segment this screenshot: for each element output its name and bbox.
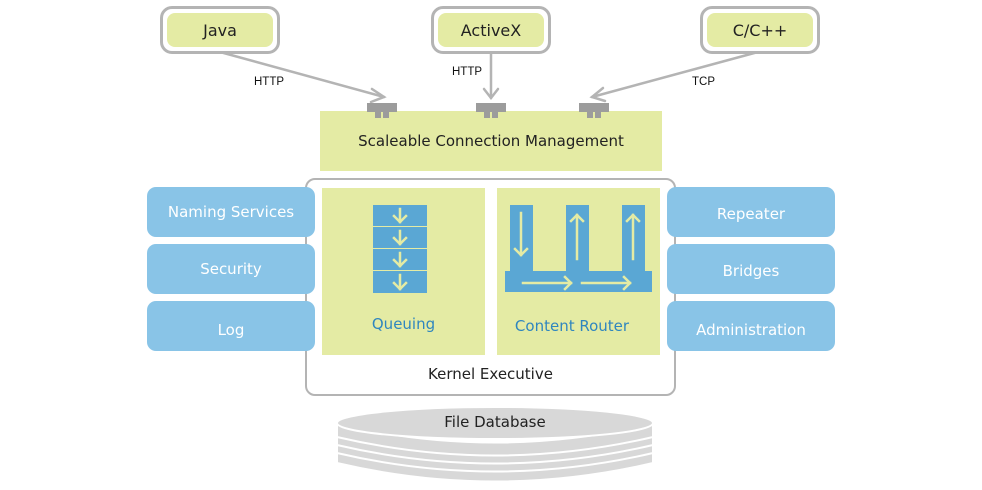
service-bridges[interactable]: Bridges <box>667 244 835 294</box>
port-icon-java <box>367 103 397 121</box>
content-router-label: Content Router <box>514 317 630 335</box>
router-icon <box>505 205 652 292</box>
service-security-label: Security <box>200 260 262 278</box>
database-label: File Database <box>444 413 546 431</box>
connection-management: Scaleable Connection Management <box>320 111 662 171</box>
java-arrow-line <box>218 50 386 99</box>
service-administration-label: Administration <box>696 321 806 339</box>
service-log-label: Log <box>217 321 245 339</box>
client-cpp-label: C/C++ <box>707 13 813 47</box>
java-arrow-head <box>369 87 387 104</box>
service-bridges-label: Bridges <box>722 262 780 280</box>
activex-arrow-head <box>482 87 500 101</box>
service-naming[interactable]: Naming Services <box>147 187 315 237</box>
protocol-label-java: HTTP <box>254 76 285 88</box>
service-repeater[interactable]: Repeater <box>667 187 835 237</box>
kernel-executive-label: Kernel Executive <box>428 365 553 383</box>
queuing-label: Queuing <box>371 315 436 333</box>
port-icon-cpp <box>579 103 609 121</box>
protocol-label-cpp: TCP <box>692 76 715 88</box>
client-activex[interactable]: ActiveX <box>431 6 551 54</box>
client-cpp[interactable]: C/C++ <box>700 6 820 54</box>
database-icon <box>336 406 654 483</box>
connection-management-label: Scaleable Connection Management <box>358 132 624 150</box>
service-administration[interactable]: Administration <box>667 301 835 351</box>
client-java-label: Java <box>167 13 273 47</box>
cpp-arrow-line <box>590 50 760 99</box>
protocol-label-activex: HTTP <box>452 66 483 78</box>
service-naming-label: Naming Services <box>167 203 295 221</box>
service-log[interactable]: Log <box>147 301 315 351</box>
queue-icon <box>373 205 427 293</box>
service-repeater-label: Repeater <box>716 205 786 223</box>
client-java[interactable]: Java <box>160 6 280 54</box>
cpp-arrow-head <box>589 86 607 103</box>
queuing-panel: Queuing <box>322 188 485 355</box>
service-security[interactable]: Security <box>147 244 315 294</box>
content-router-panel: Content Router <box>497 188 660 355</box>
client-activex-label: ActiveX <box>438 13 544 47</box>
port-icon-activex <box>476 103 506 121</box>
